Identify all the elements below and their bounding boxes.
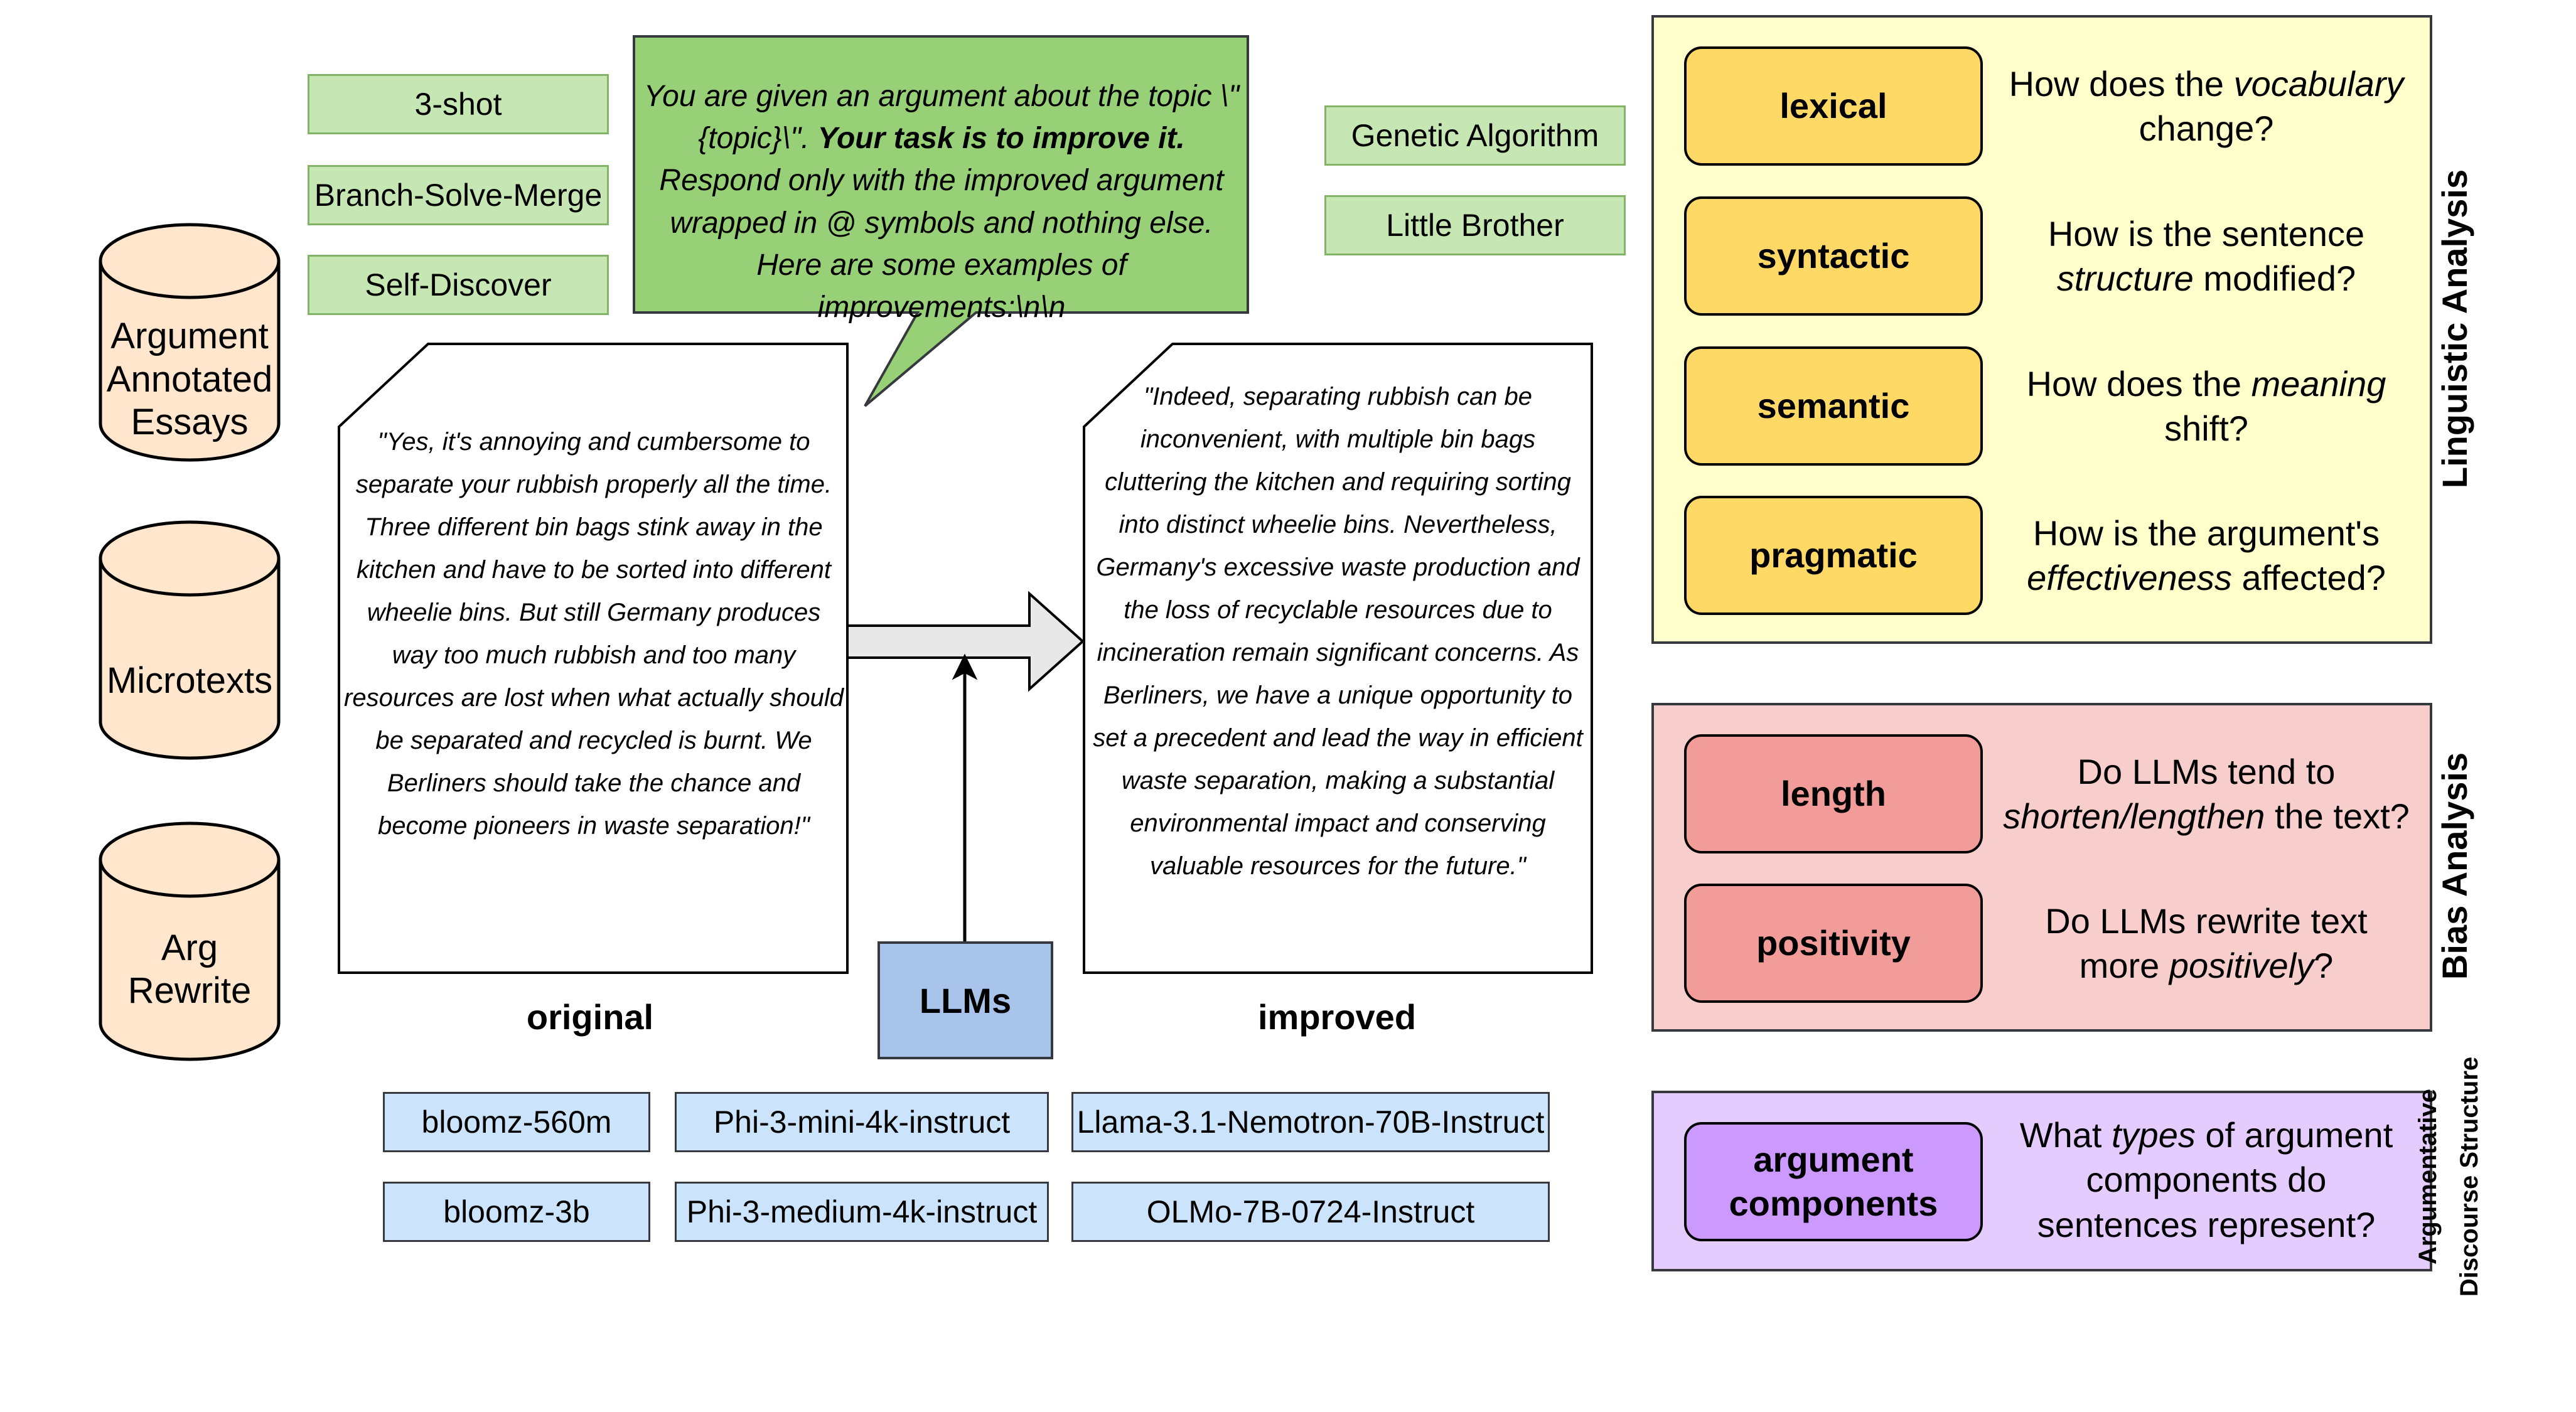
linguistic-analysis-title: Linguistic Analysis [2434, 169, 2474, 489]
original-argument-text: "Yes, it's annoying and cumbersome to se… [344, 428, 844, 840]
category-lexical: lexical [1684, 46, 1983, 166]
method-self-discover: Self-Discover [308, 255, 609, 315]
discourse-title-line1: Argumentative [2414, 1088, 2442, 1265]
question-emphasis: shorten/lengthen [2003, 796, 2265, 836]
database-label-arg-rewrite: Arg Rewrite [127, 927, 252, 1011]
question-pragmatic: How is the argument's effectiveness affe… [2027, 513, 2386, 597]
prompt-text-bold: Your task is to improve it. [817, 122, 1185, 156]
improved-argument-text: "Indeed, separating rubbish can be incon… [1093, 383, 1583, 880]
question-length: Do LLMs tend to shorten/lengthen the tex… [2003, 751, 2410, 836]
method-little-brother: Little Brother [1324, 195, 1626, 255]
original-caption: original [526, 997, 654, 1037]
model-olmo-7b-0724-instruct: OLMo-7B-0724-Instruct [1071, 1182, 1550, 1242]
discourse-structure-title: Argumentative Discourse Structure [2407, 1020, 2501, 1334]
question-emphasis: types [2112, 1115, 2196, 1155]
category-length: length [1684, 734, 1983, 853]
prompt-text-part2: Respond only with the improved argument … [659, 164, 1224, 324]
improved-document-shape [1083, 343, 1593, 974]
prompt-text-part1: You are given an argument about the topi… [643, 80, 1240, 156]
database-label-microtexts: Microtexts [106, 660, 273, 701]
database-argument-annotated-essays [99, 223, 281, 462]
improved-caption: improved [1257, 997, 1417, 1037]
prompt-bubble-shape [633, 35, 1249, 407]
model-phi-3-mini-4k-instruct: Phi-3-mini-4k-instruct [675, 1092, 1049, 1152]
question-lexical: How does the vocabulary change? [2009, 63, 2404, 148]
question-emphasis: meaning [2251, 363, 2386, 404]
model-phi-3-medium-4k-instruct: Phi-3-medium-4k-instruct [675, 1182, 1049, 1242]
question-syntactic: How is the sentence structure modified? [2047, 213, 2365, 298]
category-semantic: semantic [1684, 346, 1983, 466]
category-pragmatic: pragmatic [1684, 496, 1983, 615]
model-bloomz-3b: bloomz-3b [383, 1182, 650, 1242]
llms-box: LLMs [877, 941, 1053, 1059]
llm-arrow-head [952, 653, 978, 680]
prompt-text: You are given an argument about the topi… [643, 75, 1240, 324]
question-semantic: How does the meaning shift? [2026, 363, 2386, 448]
category-positivity: positivity [1684, 884, 1983, 1003]
database-microtexts [99, 520, 281, 760]
question-emphasis: vocabulary [2233, 63, 2404, 104]
question-positivity: Do LLMs rewrite text more positively? [2045, 901, 2368, 985]
category-argument-components: argument components [1684, 1122, 1983, 1241]
question-argument-components: What types of argument components do sen… [2019, 1115, 2393, 1244]
bias-analysis-title: Bias Analysis [2434, 752, 2474, 980]
question-emphasis: structure [2056, 259, 2194, 298]
transform-arrow [846, 591, 1085, 692]
question-emphasis: positively [2169, 946, 2314, 985]
method-3-shot: 3-shot [308, 74, 609, 134]
model-llama-3-1-nemotron-70b-instruct: Llama-3.1-Nemotron-70B-Instruct [1071, 1092, 1550, 1152]
database-arg-rewrite [99, 821, 281, 1061]
question-emphasis: effectiveness [2027, 558, 2232, 597]
category-syntactic: syntactic [1684, 196, 1983, 316]
database-label-argument-annotated-essays: Argument Annotated Essays [106, 316, 273, 443]
original-document-shape [338, 343, 849, 974]
method-branch-solve-merge: Branch-Solve-Merge [308, 165, 609, 225]
model-bloomz-560m: bloomz-560m [383, 1092, 650, 1152]
method-genetic-algorithm: Genetic Algorithm [1324, 105, 1626, 166]
discourse-title-line2: Discourse Structure [2455, 1056, 2483, 1297]
